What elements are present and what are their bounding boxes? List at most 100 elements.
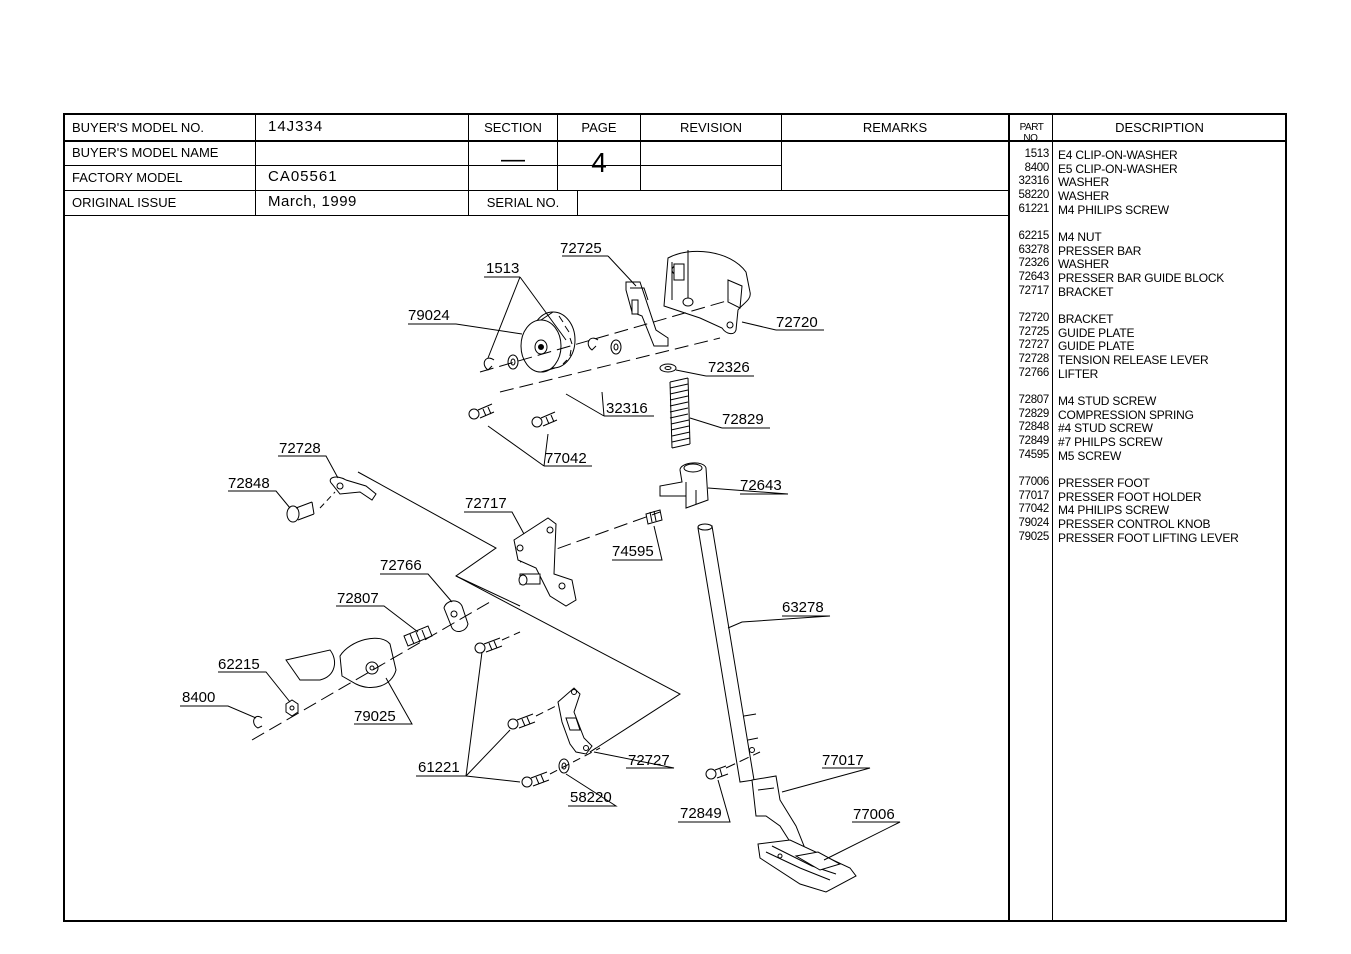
washer-32316-part xyxy=(507,339,622,370)
stud-screw-72807-part xyxy=(403,625,433,647)
header-col-divider xyxy=(781,113,782,190)
part-description: TENSION RELEASE LEVER xyxy=(1058,353,1209,368)
callout-72849: 72849 xyxy=(680,805,722,822)
clip-washer-8400-part xyxy=(253,715,263,729)
header-col-divider xyxy=(577,190,578,215)
part-number: 72720 xyxy=(1018,312,1050,324)
part-description: M5 SCREW xyxy=(1058,448,1122,463)
part-description: M4 STUD SCREW xyxy=(1058,394,1157,408)
part-number: 1513 xyxy=(1024,148,1050,160)
parts-list-row: 72849#7 PHILPS SCREW xyxy=(1011,435,1287,449)
part-number: 79024 xyxy=(1018,517,1050,530)
parts-list-row: 58220 WASHER xyxy=(1011,189,1287,203)
part-number: 61221 xyxy=(1018,202,1050,215)
part-number: 72728 xyxy=(1018,353,1050,366)
part-description: #4 STUD SCREW xyxy=(1058,421,1153,436)
part-number: 58220 xyxy=(1018,189,1050,202)
header-col-divider xyxy=(557,113,558,190)
part-no-column-divider xyxy=(1052,113,1053,922)
part-number: 72717 xyxy=(1018,284,1050,297)
callout-72720: 72720 xyxy=(776,314,818,331)
page-value: 4 xyxy=(591,147,607,178)
part-no-header: PART NO. xyxy=(1019,122,1044,144)
part-description: #7 PHILPS SCREW xyxy=(1058,435,1163,450)
part-description: PRESSER FOOT HOLDER xyxy=(1058,489,1202,504)
presser-bar-guide-block-72643-part xyxy=(659,462,709,509)
screw-72849-part xyxy=(705,765,729,780)
part-description: E5 CLIP-ON-WASHER xyxy=(1058,161,1178,176)
guide-plate-72725-part xyxy=(625,281,669,347)
parts-list-row: 72717 BRACKET xyxy=(1011,285,1287,299)
part-number: 63278 xyxy=(1018,243,1050,256)
bracket-72720-part xyxy=(663,250,751,335)
callout-77006: 77006 xyxy=(853,806,895,823)
part-number: 72766 xyxy=(1018,366,1050,379)
part-number: 72829 xyxy=(1018,407,1050,420)
callout-72807: 72807 xyxy=(337,590,379,607)
part-number: 74595 xyxy=(1018,448,1050,461)
parts-list-row: 77017 PRESSER FOOT HOLDER xyxy=(1011,490,1287,504)
revision-label: REVISION xyxy=(679,120,743,135)
part-description: WASHER xyxy=(1058,189,1110,204)
header-row-divider xyxy=(63,190,1009,191)
part-description: PRESSER BAR xyxy=(1058,243,1142,258)
callout-77042: 77042 xyxy=(545,450,587,467)
callout-72717: 72717 xyxy=(465,495,507,512)
callout-58220: 58220 xyxy=(570,789,612,806)
header-row-divider xyxy=(640,165,781,166)
presser-bar-63278-part xyxy=(697,523,759,783)
parts-list-row: 72725 GUIDE PLATE xyxy=(1011,326,1287,340)
buyers-model-name-label: BUYER'S MODEL NAME xyxy=(72,145,219,160)
buyers-model-no-label: BUYER'S MODEL NO. xyxy=(72,120,205,135)
header-col-divider xyxy=(640,113,641,190)
serial-no-label: SERIAL NO. xyxy=(486,195,560,210)
part-number: 77006 xyxy=(1018,476,1050,488)
section-value: — xyxy=(501,146,525,173)
part-description: M4 PHILIPS SCREW xyxy=(1058,503,1169,518)
leader-lines xyxy=(180,255,901,861)
original-issue-value: March, 1999 xyxy=(268,193,357,210)
factory-model-label: FACTORY MODEL xyxy=(72,170,183,185)
screw-77042-part xyxy=(468,403,558,428)
part-description: M4 PHILIPS SCREW xyxy=(1058,202,1169,217)
screw-74595-part xyxy=(645,509,663,525)
callout-77017: 77017 xyxy=(822,752,864,769)
part-number: 72725 xyxy=(1018,325,1050,338)
part-description: E4 CLIP-ON-WASHER xyxy=(1058,148,1178,162)
header-row-divider xyxy=(63,165,640,166)
part-description: WASHER xyxy=(1058,257,1110,272)
stud-screw-72848-part xyxy=(286,501,315,523)
header-row-divider xyxy=(63,140,1287,142)
remarks-label: REMARKS xyxy=(862,120,928,135)
callout-32316: 32316 xyxy=(606,400,648,417)
guide-plate-72727-part xyxy=(557,687,593,755)
tension-release-lever-72728-part xyxy=(329,476,377,501)
lifter-72766-part xyxy=(443,600,469,632)
presser-foot-77006-part xyxy=(757,839,857,893)
part-description: GUIDE PLATE xyxy=(1058,325,1135,340)
section-label: SECTION xyxy=(484,120,542,135)
callout-72829: 72829 xyxy=(722,411,764,428)
callout-72766: 72766 xyxy=(380,557,422,574)
header-row-divider xyxy=(63,215,1009,216)
washer-58220-part xyxy=(558,758,570,774)
parts-list-divider xyxy=(1008,113,1010,922)
bracket-72717-part xyxy=(513,517,577,607)
part-number: 77017 xyxy=(1018,489,1050,502)
part-description: M4 NUT xyxy=(1058,230,1102,244)
knob-79024-part xyxy=(520,311,576,373)
parts-list-row: 72848#4 STUD SCREW xyxy=(1011,421,1287,435)
part-description: BRACKET xyxy=(1058,284,1114,299)
part-description: GUIDE PLATE xyxy=(1058,339,1135,354)
part-number: 32316 xyxy=(1018,175,1050,188)
